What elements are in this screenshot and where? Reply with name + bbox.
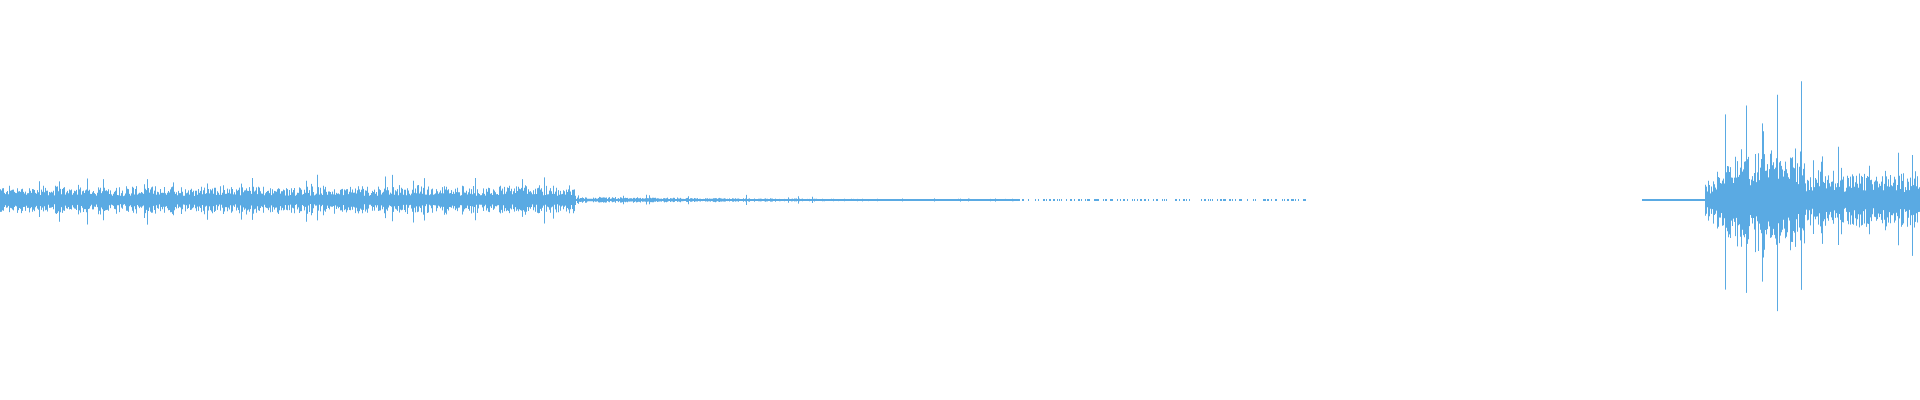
waveform-samples — [0, 81, 1920, 312]
waveform-path — [0, 81, 1920, 312]
